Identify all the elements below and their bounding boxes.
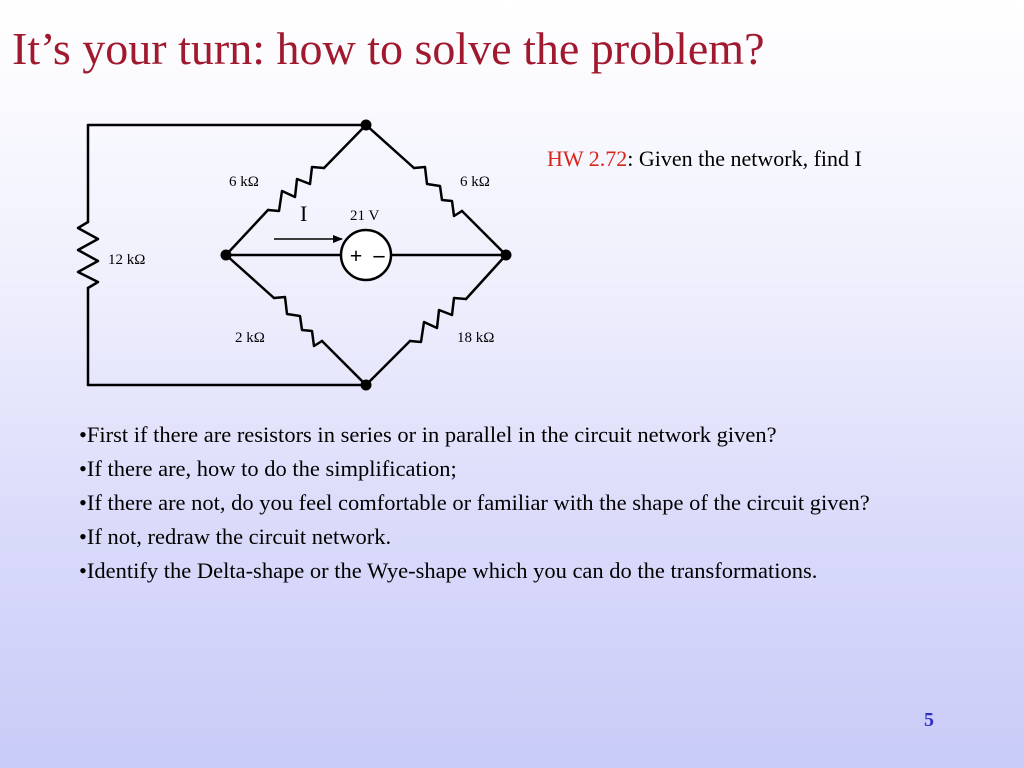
label-6k-top-right: 6 kΩ	[460, 174, 490, 190]
source-minus-sign: –	[373, 242, 386, 267]
source-plus-sign: +	[350, 243, 363, 268]
wire-tl-b	[322, 123, 368, 170]
node-left	[220, 249, 232, 261]
wire-tr-b	[460, 209, 508, 257]
wire-bl-a	[224, 253, 276, 300]
homework-question: : Given the network, find I	[627, 146, 862, 171]
wire-bl-b	[320, 339, 368, 387]
label-21v: 21 V	[350, 208, 379, 224]
bullet-item: •Identify the Delta-shape or the Wye-sha…	[79, 558, 818, 583]
wire-tr-a	[364, 123, 416, 170]
wire-br-a	[364, 339, 412, 387]
label-current-i: I	[300, 201, 307, 226]
node-right	[500, 249, 512, 261]
resistor-6k-top-left	[266, 165, 326, 213]
slide-title: It’s your turn: how to solve the problem…	[12, 23, 765, 74]
label-18k: 18 kΩ	[457, 330, 494, 346]
page-number: 5	[924, 709, 934, 731]
resistor-6k-top-right	[412, 165, 464, 218]
bullet-item: •First if there are resistors in series …	[79, 422, 777, 447]
bullet-item: •If there are not, do you feel comfortab…	[79, 490, 870, 515]
resistor-2k-bottom-left	[272, 295, 324, 348]
label-2k: 2 kΩ	[235, 330, 265, 346]
resistor-12k	[76, 220, 100, 290]
homework-prompt: HW 2.72: Given the network, find I	[547, 146, 862, 172]
node-bottom	[360, 379, 372, 391]
bullet-list: •First if there are resistors in series …	[79, 418, 899, 588]
resistor-18k-bottom-right	[408, 296, 468, 344]
bullet-item: •If not, redraw the circuit network.	[79, 524, 392, 549]
voltage-source	[339, 228, 393, 282]
homework-reference: HW 2.72	[547, 146, 628, 171]
wire-br-b	[464, 253, 508, 301]
label-12k: 12 kΩ	[108, 252, 145, 268]
wire-tl-a	[224, 208, 270, 257]
label-6k-top-left: 6 kΩ	[229, 174, 259, 190]
node-top	[360, 119, 372, 131]
bullet-item: •If there are, how to do the simplificat…	[79, 456, 457, 481]
